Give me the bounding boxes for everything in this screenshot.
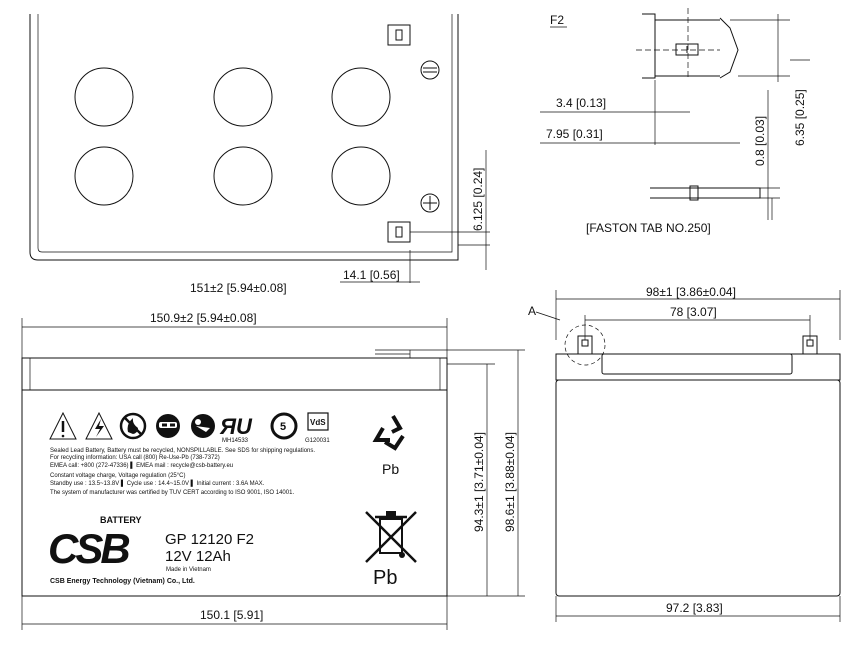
- electric-warning-icon: [85, 411, 113, 440]
- svg-text:ЯU: ЯU: [219, 414, 253, 439]
- dim-height-total: 98.6±1 [3.88±0.04]: [503, 432, 517, 532]
- label-text: Sealed Lead Battery, Battery must be rec…: [50, 448, 315, 496]
- terminal-detail: F2 3.4 [0.13] 7.95 [0.31] 6.35 [0.25] 0.…: [540, 8, 810, 235]
- svg-text:G120031: G120031: [305, 438, 330, 444]
- no-fire-icon: [119, 412, 147, 440]
- svg-text:BATTERY: BATTERY: [100, 515, 142, 525]
- front-view: 150.9±2 [5.94±0.08] 94.3±1 [3.71±0.04] 9…: [21, 311, 525, 630]
- ul-certification-icon: ЯU MH14533: [219, 414, 253, 444]
- svg-text:Pb: Pb: [373, 567, 397, 589]
- dim-d: 6.35 [0.25]: [793, 89, 807, 146]
- recycle-5-icon: 5: [270, 412, 298, 440]
- origin: Made in Vietnam: [166, 567, 211, 573]
- rating: 12V 12Ah: [165, 548, 231, 565]
- dim-b: 7.95 [0.31]: [546, 127, 603, 141]
- model-number: GP 12120 F2: [165, 531, 254, 548]
- detail-caption: [FASTON TAB NO.250]: [586, 221, 711, 235]
- dim-width-body: 97.2 [3.83]: [666, 601, 723, 615]
- recycle-pb-icon: Pb: [372, 414, 405, 477]
- dim-terminal-spacing: 78 [3.07]: [670, 305, 717, 319]
- eye-protection-icon: [156, 414, 180, 438]
- dim-width-total: 98±1 [3.86±0.04]: [646, 285, 736, 299]
- svg-text:Pb: Pb: [382, 461, 399, 477]
- exclamation-warning-icon: [49, 411, 77, 440]
- crossed-bin-icon: Pb: [365, 511, 417, 589]
- svg-text:EMEA call: +800 (272-47336) ▌: EMEA call: +800 (272-47336) ▌ EMEA mail …: [50, 461, 233, 469]
- manufacturer: CSB Energy Technology (Vietnam) Co., Ltd…: [50, 578, 195, 585]
- svg-text:For recycling information: USA: For recycling information: USA call (800…: [50, 455, 220, 461]
- child-warning-icon: [191, 414, 215, 438]
- svg-text:Sealed Lead Battery, Battery m: Sealed Lead Battery, Battery must be rec…: [50, 448, 315, 454]
- detail-label: F2: [550, 13, 564, 27]
- plus-symbol: [420, 193, 440, 213]
- vent-symbol: [420, 60, 440, 80]
- svg-text:Standby use : 13.5~13.8V ▌ Cy: Standby use : 13.5~13.8V ▌ Cycle use : 1…: [50, 479, 265, 487]
- svg-text:Constant voltage charge, Volta: Constant voltage charge, Voltage regulat…: [50, 473, 185, 479]
- side-view: 98±1 [3.86±0.04] 78 [3.07] A 97.2 [3.83]: [528, 285, 841, 622]
- dim-c: 0.8 [0.03]: [753, 116, 767, 166]
- svg-text:5: 5: [280, 421, 286, 433]
- svg-text:The system of manufacturer was: The system of manufacturer was certified…: [50, 490, 294, 496]
- dim-height-body: 94.3±1 [3.71±0.04]: [472, 432, 486, 532]
- dim-terminal-offset: 6.125 [0.24]: [471, 168, 485, 231]
- dim-cutoff: 151±2 [5.94±0.08]: [190, 281, 287, 295]
- top-view: 6.125 [0.24] 14.1 [0.56] 151±2 [5.94±0.0…: [29, 14, 490, 295]
- dim-terminal-edge: 14.1 [0.56]: [343, 268, 400, 282]
- brand-logo: BATTERY CSB: [48, 515, 142, 572]
- dim-length-body: 150.1 [5.91]: [200, 608, 263, 622]
- warning-icons: ЯU MH14533 5 VdS G120031 Pb: [49, 411, 405, 477]
- dim-length-total: 150.9±2 [5.94±0.08]: [150, 311, 257, 325]
- dim-a: 3.4 [0.13]: [556, 96, 606, 110]
- svg-text:VdS: VdS: [310, 418, 326, 427]
- vds-icon: VdS G120031: [305, 412, 330, 444]
- callout-label: A: [528, 304, 536, 318]
- svg-text:CSB: CSB: [48, 525, 129, 572]
- svg-text:MH14533: MH14533: [222, 438, 249, 444]
